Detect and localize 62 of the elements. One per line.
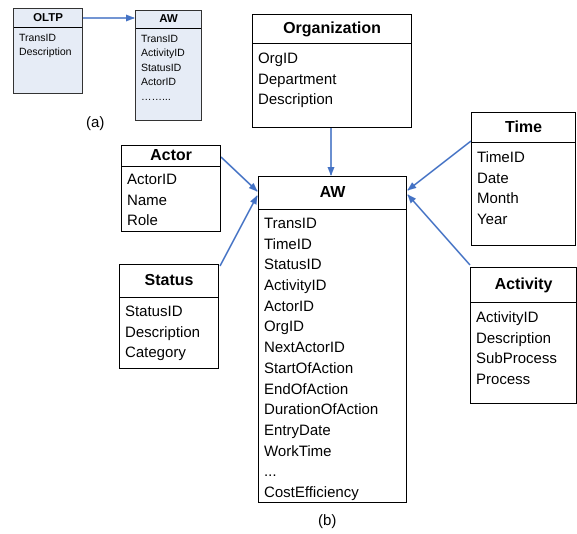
field-name: TimeID — [263, 234, 313, 255]
field-name: Description — [18, 45, 73, 60]
table-box — [258, 176, 407, 503]
field-name: Year — [476, 210, 508, 230]
field-name: StartOfAction — [263, 358, 354, 379]
field-name: ActorID — [140, 75, 178, 90]
arrow — [327, 128, 335, 176]
field-name: TimeID — [476, 148, 526, 168]
field-name: Process — [475, 370, 532, 390]
field-name: Category — [124, 343, 187, 364]
field-name: ActivityID — [140, 46, 186, 61]
field-name: Name — [126, 190, 168, 211]
field-name: TransID — [140, 32, 179, 46]
field-name: Role — [126, 211, 159, 232]
field-name: Description — [475, 328, 552, 349]
field-name: ……... — [140, 90, 172, 104]
table-box — [119, 264, 219, 369]
field-name: ActivityID — [263, 276, 328, 296]
field-name: ActorID — [126, 170, 178, 190]
field-name: Description — [257, 90, 334, 110]
field-name: Month — [476, 189, 520, 210]
table-title: OLTP — [14, 9, 82, 28]
table-title: AW — [259, 177, 406, 210]
field-name: Date — [476, 168, 510, 189]
table-title: Time — [472, 113, 575, 143]
table-box — [135, 10, 202, 121]
field-name: CostEfficiency — [263, 482, 360, 503]
table-title: Actor — [122, 146, 220, 167]
table-box — [13, 8, 83, 94]
arrow — [220, 156, 258, 192]
field-name: StatusID — [263, 255, 323, 276]
field-name: EntryDate — [263, 420, 332, 441]
table-box — [470, 267, 577, 404]
field-name: TransID — [263, 214, 318, 234]
field-name: SubProcess — [475, 349, 558, 370]
table-box — [121, 145, 221, 232]
field-name: EndOfAction — [263, 380, 350, 400]
arrow — [407, 194, 471, 266]
field-name: TransID — [18, 31, 57, 46]
field-name: DurationOfAction — [263, 400, 380, 420]
table-title: Activity — [471, 268, 576, 303]
panel-label: (b) — [318, 512, 336, 529]
field-name: NextActorID — [263, 338, 346, 358]
field-name: Department — [257, 70, 338, 90]
field-name: WorkTime — [263, 442, 332, 462]
table-title: Organization — [253, 15, 411, 44]
arrow — [219, 195, 258, 266]
arrow — [407, 140, 472, 191]
field-name: StatusID — [140, 60, 182, 76]
table-box — [471, 112, 576, 246]
table-title: Status — [120, 265, 218, 298]
field-name: ... — [263, 462, 278, 482]
table-title: AW — [136, 11, 201, 29]
arrow — [83, 14, 135, 22]
field-name: OrgID — [257, 49, 300, 69]
field-name: ActorID — [263, 296, 316, 317]
panel-label: (a) — [86, 114, 104, 131]
field-name: StatusID — [124, 302, 184, 322]
field-name: Description — [124, 322, 202, 343]
table-box — [252, 14, 412, 128]
field-name: OrgID — [263, 317, 306, 338]
field-name: ActivityID — [475, 308, 540, 328]
